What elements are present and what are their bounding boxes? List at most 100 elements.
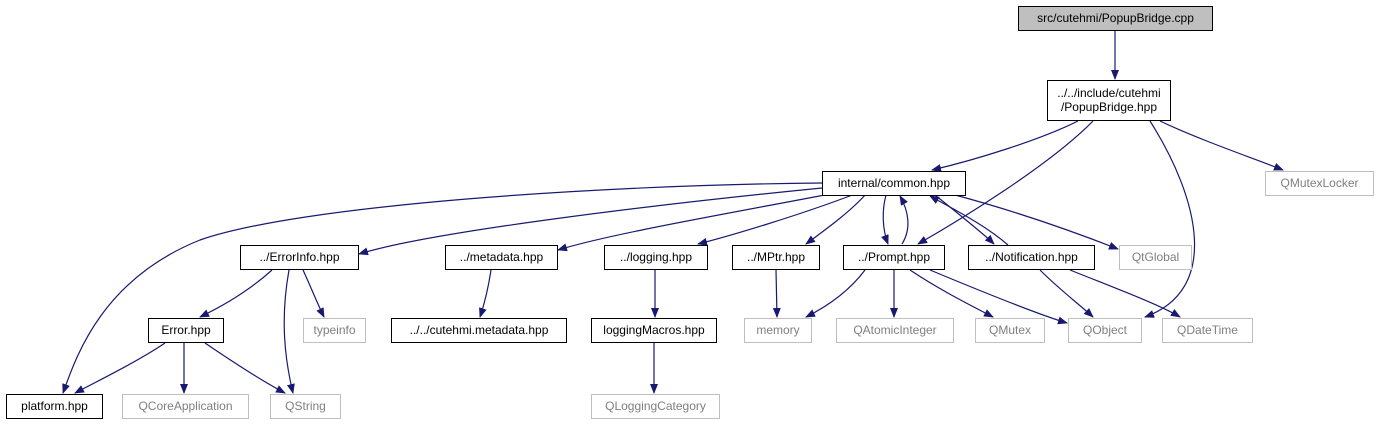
node-label: QLoggingCategory xyxy=(605,399,706,413)
node-label: platform.hpp xyxy=(21,399,88,413)
edge-prompt-to-common xyxy=(899,195,909,245)
edge-popupbridge-to-qobject xyxy=(1144,120,1196,318)
edge-prompt-to-qmutex xyxy=(909,269,994,318)
node-label: typeinfo xyxy=(313,323,355,337)
node-label: ../MPtr.hpp xyxy=(747,250,805,264)
node-label: ../Prompt.hpp xyxy=(858,250,930,264)
node-label: QMutex xyxy=(989,323,1031,337)
node-label: ../metadata.hpp xyxy=(460,250,544,264)
edge-common-to-qtglobal xyxy=(954,194,1119,250)
node-label: QMutexLocker xyxy=(1280,176,1358,190)
node-label: QtGlobal xyxy=(1132,250,1179,264)
node-qloggingcat: QLoggingCategory xyxy=(591,394,720,419)
edge-common-to-metadata xyxy=(557,193,831,252)
node-box xyxy=(391,318,567,343)
edge-error-to-platform xyxy=(74,342,166,394)
node-box xyxy=(1047,80,1171,121)
node-qobject: QObject xyxy=(1068,318,1142,343)
node-label: src/cutehmi/PopupBridge.cpp xyxy=(1037,11,1194,25)
edge-common-to-platform xyxy=(62,182,823,394)
edge-popupbridge-to-qmutexlocker xyxy=(1159,120,1284,171)
node-logging[interactable]: ../logging.hpp xyxy=(604,245,708,270)
node-box xyxy=(975,318,1045,343)
node-box xyxy=(732,245,820,270)
node-metadata[interactable]: ../metadata.hpp xyxy=(445,245,558,270)
node-qtglobal: QtGlobal xyxy=(1119,245,1192,270)
edge-errorinfo-to-error xyxy=(199,269,273,318)
edge-errorinfo-to-typeinfo xyxy=(302,269,325,318)
edge-prompt-to-memory xyxy=(805,269,866,318)
node-prompt[interactable]: ../Prompt.hpp xyxy=(843,245,945,270)
node-box xyxy=(591,318,717,343)
node-box xyxy=(591,394,720,419)
node-label: /PopupBridge.hpp xyxy=(1061,100,1157,114)
node-box xyxy=(270,394,341,419)
edge-popupbridge-to-prompt xyxy=(917,120,1094,245)
edge-prompt-to-qobject xyxy=(929,269,1068,325)
node-common[interactable]: internal/common.hpp xyxy=(822,171,966,196)
node-qdatetime: QDateTime xyxy=(1162,318,1253,343)
node-loggingmacros[interactable]: loggingMacros.hpp xyxy=(591,318,717,343)
node-box xyxy=(1162,318,1253,343)
edge-common-to-notification xyxy=(934,194,995,245)
node-mptr[interactable]: ../MPtr.hpp xyxy=(732,245,820,270)
node-box xyxy=(822,171,966,196)
node-qstring: QString xyxy=(270,394,341,419)
node-label: internal/common.hpp xyxy=(838,176,950,190)
node-root[interactable]: src/cutehmi/PopupBridge.cpp xyxy=(1018,6,1213,31)
node-box xyxy=(6,394,103,419)
node-label: loggingMacros.hpp xyxy=(603,323,705,337)
node-errorinfo[interactable]: ../ErrorInfo.hpp xyxy=(240,245,359,270)
node-label: ../ErrorInfo.hpp xyxy=(259,250,339,264)
node-label: QObject xyxy=(1083,323,1128,337)
edge-common-to-logging xyxy=(697,193,856,246)
node-box xyxy=(303,318,366,343)
node-popupbridge[interactable]: ../../include/cutehmi/PopupBridge.hpp xyxy=(1047,80,1171,121)
node-label: ../Notification.hpp xyxy=(985,250,1078,264)
node-qatomicinteger: QAtomicInteger xyxy=(836,318,954,343)
edge-notification-to-common xyxy=(929,195,1009,246)
node-label: ../logging.hpp xyxy=(620,250,692,264)
node-box xyxy=(968,245,1095,270)
node-qmutex: QMutex xyxy=(975,318,1045,343)
node-box xyxy=(122,394,249,419)
node-memory: memory xyxy=(744,318,812,343)
node-platform[interactable]: platform.hpp xyxy=(6,394,103,419)
node-box xyxy=(148,318,224,343)
node-box xyxy=(240,245,359,270)
edge-common-to-mptr xyxy=(805,193,867,245)
node-label: QCoreApplication xyxy=(138,399,232,413)
node-label: memory xyxy=(756,323,799,337)
edge-common-to-errorinfo xyxy=(358,187,823,256)
edge-metadata-to-cutehmimeta xyxy=(479,269,492,318)
node-box xyxy=(836,318,954,343)
node-error[interactable]: Error.hpp xyxy=(148,318,224,343)
edge-mptr-to-memory xyxy=(772,269,781,318)
node-label: Error.hpp xyxy=(161,323,211,337)
edge-errorinfo-to-qstring xyxy=(283,269,295,394)
node-label: ../../include/cutehmi xyxy=(1057,86,1160,100)
node-box xyxy=(843,245,945,270)
node-box xyxy=(1265,171,1374,196)
node-box xyxy=(604,245,708,270)
node-qmutexlocker: QMutexLocker xyxy=(1265,171,1374,196)
edge-common-to-prompt xyxy=(881,194,889,245)
node-qcoreapp: QCoreApplication xyxy=(122,394,249,419)
node-box xyxy=(1068,318,1142,343)
edge-error-to-qstring xyxy=(204,342,286,394)
node-label: QString xyxy=(285,399,326,413)
node-label: ../../cutehmi.metadata.hpp xyxy=(410,323,549,337)
node-label: QAtomicInteger xyxy=(853,323,936,337)
edge-notification-to-qdatetime xyxy=(1069,269,1181,318)
node-box xyxy=(445,245,558,270)
node-box xyxy=(1119,245,1192,270)
edge-notification-to-qobject xyxy=(1039,269,1094,318)
node-box xyxy=(1018,6,1213,31)
edge-popupbridge-to-common xyxy=(931,120,1079,172)
node-typeinfo: typeinfo xyxy=(303,318,366,343)
node-label: QDateTime xyxy=(1177,323,1238,337)
node-cutehmimeta[interactable]: ../../cutehmi.metadata.hpp xyxy=(391,318,567,343)
node-notification[interactable]: ../Notification.hpp xyxy=(968,245,1095,270)
node-box xyxy=(744,318,812,343)
